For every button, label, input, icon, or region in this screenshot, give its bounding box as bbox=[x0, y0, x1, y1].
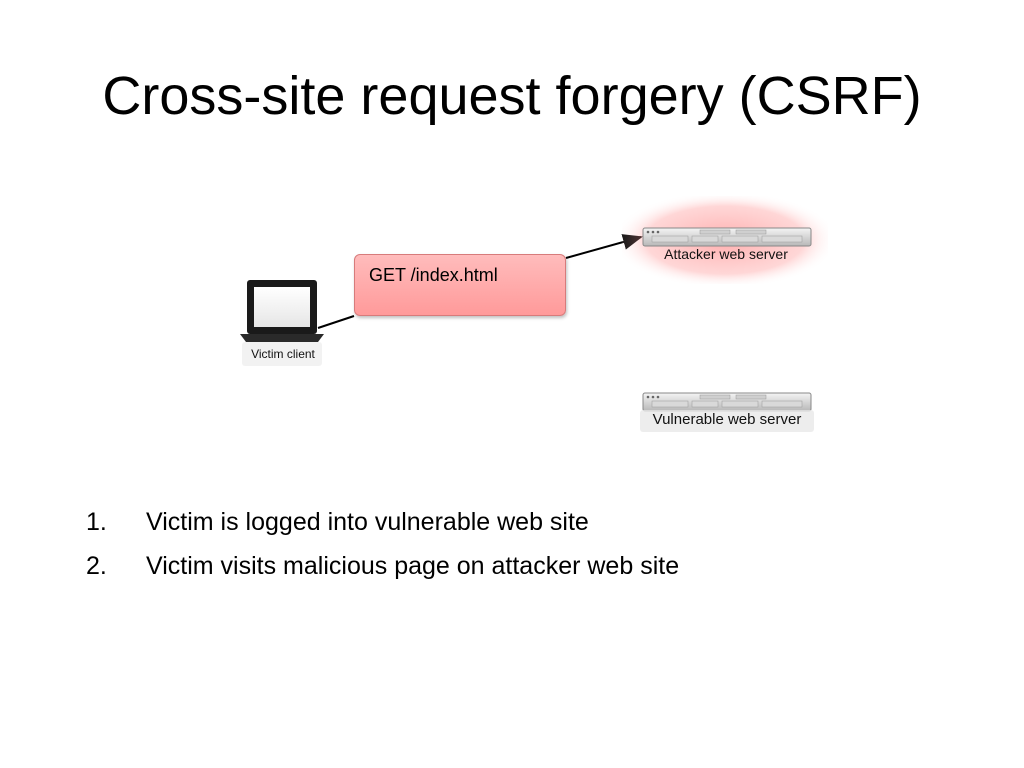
attacker-server-icon bbox=[622, 196, 828, 284]
step-item: 1. Victim is logged into vulnerable web … bbox=[86, 500, 679, 544]
step-number: 2. bbox=[86, 552, 107, 580]
vulnerable-server-icon bbox=[640, 392, 814, 432]
step-number: 1. bbox=[86, 508, 107, 536]
vulnerable-server-label: Vulnerable web server bbox=[653, 411, 802, 428]
steps-list: 1. Victim is logged into vulnerable web … bbox=[86, 500, 679, 588]
step-text: Victim visits malicious page on attacker… bbox=[146, 552, 680, 580]
laptop-icon bbox=[240, 280, 324, 366]
slide-title: Cross-site request forgery (CSRF) bbox=[102, 66, 922, 126]
victim-to-callout-line bbox=[317, 315, 355, 329]
get-request-label: GET /index.html bbox=[369, 265, 498, 285]
victim-client-label: Victim client bbox=[251, 347, 315, 361]
step-item: 2. Victim visits malicious page on attac… bbox=[86, 544, 679, 588]
step-text: Victim is logged into vulnerable web sit… bbox=[146, 508, 589, 536]
get-request-callout: GET /index.html bbox=[354, 254, 566, 316]
attacker-server-label: Attacker web server bbox=[664, 246, 788, 262]
